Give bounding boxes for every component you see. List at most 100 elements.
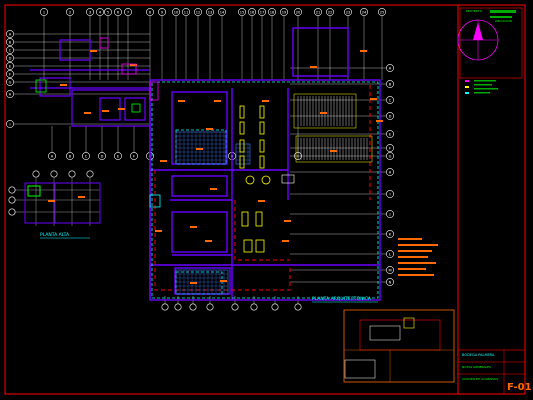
annotation-mark [90,50,97,52]
axis-label: H [389,170,392,174]
annotation-mark [48,200,55,202]
annotation-mark [210,188,217,190]
axis-label: D [101,154,104,158]
axis-bubble-left: I [6,120,14,128]
axis-bubble-bottom: E [114,152,122,160]
axis-bubble-bottom: C [82,152,90,160]
axis-bubble-top: 15 [238,8,246,16]
axis-label: 3 [89,10,91,14]
fixtures [239,105,271,253]
axis-bubble-right: D [386,112,394,120]
axis-bubble-top: 16 [248,8,256,16]
axis-label: G [389,154,392,158]
axis-bubble-top: 5 [104,8,112,16]
axis-label: G [9,80,12,84]
axis-bubble-right: G [386,152,394,160]
upper-floor-plan [24,182,101,224]
axis-label: E [389,132,392,136]
axis-label: B [69,154,72,158]
general-notes [398,238,438,276]
axis-label: 17 [260,10,265,14]
axis-label: 14 [220,10,225,14]
axis-bubble-right: H [386,168,394,176]
axis-bubble-top: 4 [96,8,104,16]
axis-bubble-top: 22 [326,8,334,16]
axis-bubble-upper-top [86,170,94,178]
axis-bubble-top: 20 [294,8,302,16]
location-plan [343,309,455,383]
axis-label: A [9,32,12,36]
axis-label: B [9,40,12,44]
titleblock-note: NOTAS GENERALES [462,365,491,369]
annotation-mark [118,108,125,110]
axis-bubble-top: 2 [66,8,74,16]
axis-bubble-bottom: F [130,152,138,160]
axis-bubble-top: 12 [194,8,202,16]
axis-bubble-top: 13 [206,8,214,16]
axis-bubble-upper-left [8,208,16,216]
axis-label: 15 [240,10,245,14]
axis-bubble-plan-bottom [294,303,302,311]
axis-bubble-top: 25 [378,8,386,16]
axis-bubble-plan-bottom [174,303,182,311]
axis-bubble-top: 24 [360,8,368,16]
annotation-mark [360,50,367,52]
axis-label: I [9,122,10,126]
axis-label: 18 [270,10,275,14]
axis-label: D [389,114,392,118]
axis-bubble-right: B [386,80,394,88]
axis-label: E [117,154,120,158]
left-wing-walls [30,39,151,127]
axis-label: 16 [250,10,255,14]
annotation-mark [78,196,85,198]
axis-bubble-right: E [386,130,394,138]
axis-bubble-top: 11 [182,8,190,16]
axis-bubble-top: 17 [258,8,266,16]
annotation-mark [206,128,213,130]
axis-bubble-plan-bottom [250,303,258,311]
axis-label: A [389,66,392,70]
axis-label: 22 [328,10,333,14]
axis-bubble-top: 9 [158,8,166,16]
annotation-mark [220,280,227,282]
legend [465,80,498,94]
axis-label: 23 [346,10,351,14]
axis-bubble-top: 23 [344,8,352,16]
axis-bubble-left: G [6,78,14,86]
axis-bubble-left: E [6,62,14,70]
axis-bubble-top: 8 [146,8,154,16]
axis-label: F [133,154,135,158]
axis-bubble-left: H [6,90,14,98]
annotation-mark [102,110,109,112]
annotation-mark [190,226,197,228]
axis-bubble-right: F [386,144,394,152]
axis-label: H [9,92,12,96]
axis-bubble-upper-top [68,170,76,178]
axis-bubble-right: C [386,96,394,104]
axis-label: 11 [184,10,189,14]
annotation-mark [155,230,162,232]
annotation-mark [130,64,137,66]
titleblock-top-note: PROYECTO [466,9,483,13]
axis-bubble-right: M [386,266,394,274]
axis-label: 7 [127,10,129,14]
axis-label: 4 [99,10,102,14]
hatch-pattern [297,96,368,160]
axis-bubble-plan-bottom [189,303,197,311]
axis-bubble-upper-top [50,170,58,178]
stair-hatch [293,93,373,163]
annotation-mark [258,200,265,202]
annotation-mark [376,120,383,122]
axis-label: 8 [149,10,152,14]
axis-label: 19 [282,10,287,14]
axis-label: 5 [107,10,109,14]
axis-bubble-bottom: D [98,152,106,160]
equipment-symbols [35,37,295,208]
axis-bubble-top: 1 [40,8,48,16]
axis-bubble-bottom: A [48,152,56,160]
axis-label: 25 [380,10,385,14]
annotation-mark [84,112,91,114]
titleblock-project: BODEGA PALMERA [462,353,495,357]
